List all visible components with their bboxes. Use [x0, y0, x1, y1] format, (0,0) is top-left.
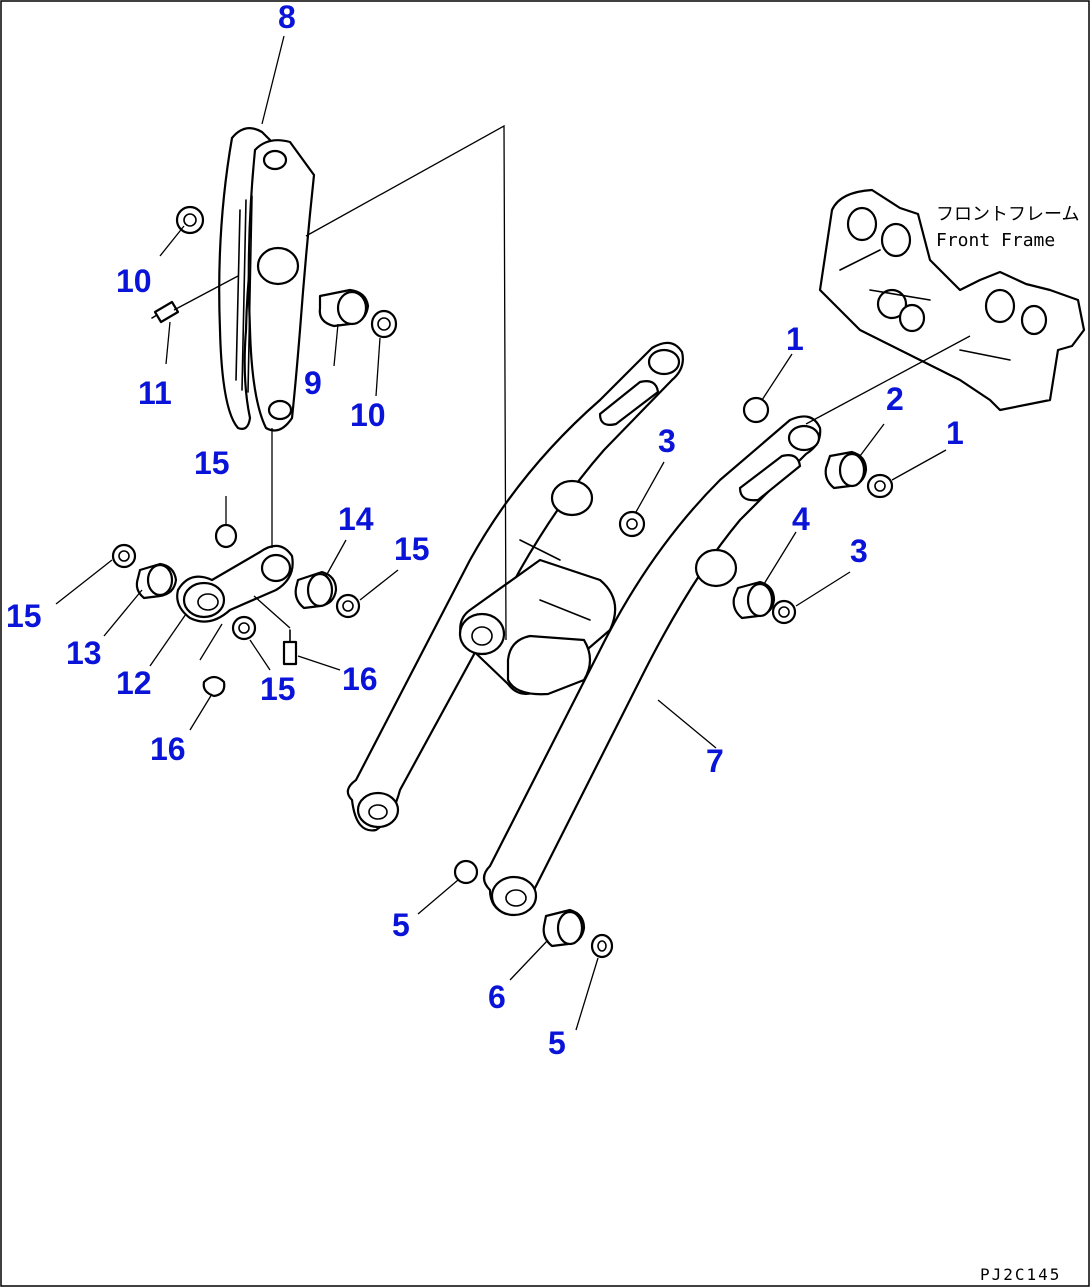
lift-arm-right-part-7	[482, 415, 822, 917]
bushing-part-13	[135, 562, 178, 600]
front-frame-label-jp: フロントフレーム	[936, 204, 1079, 225]
callout-11: 11	[138, 375, 172, 411]
callout-15-bottom: 15	[260, 671, 296, 707]
leader-lines	[55, 35, 971, 1031]
callout-8: 8	[278, 0, 296, 35]
dust-seal-part-15	[111, 523, 361, 641]
dust-seal-part-5	[453, 859, 614, 959]
bushing-part-4	[732, 580, 776, 620]
callout-14: 14	[338, 501, 374, 537]
grease-nipple-part-11	[151, 300, 180, 324]
callout-3-lower: 3	[850, 533, 868, 569]
callout-12: 12	[116, 665, 152, 701]
callout-10-upper: 10	[116, 263, 152, 299]
drawing-code: PJ2C145	[980, 1265, 1061, 1284]
lift-arm-left	[346, 341, 684, 832]
callout-9: 9	[304, 365, 322, 401]
front-frame	[818, 188, 1086, 412]
callout-15-right: 15	[394, 531, 430, 567]
dust-seal-part-1	[742, 396, 894, 499]
cross-tube	[458, 539, 617, 696]
callout-7: 7	[706, 743, 724, 779]
bushing-part-14	[294, 570, 338, 610]
callout-2: 2	[886, 381, 904, 417]
link-part-12	[176, 544, 294, 623]
front-frame-label-en: Front Frame	[936, 230, 1055, 251]
callout-5-bottom: 5	[548, 1025, 566, 1061]
callout-1-lower: 1	[946, 415, 964, 451]
grease-nipple-part-16	[202, 629, 298, 698]
callout-6: 6	[488, 979, 506, 1015]
bushing-part-9	[318, 288, 370, 328]
callout-15-top: 15	[194, 445, 230, 481]
callout-10-lower: 10	[350, 397, 386, 433]
callout-1-upper: 1	[786, 321, 804, 357]
callout-16-left: 16	[150, 731, 186, 767]
bushing-part-6	[542, 908, 586, 948]
callout-numbers: 8 10 11 9 10 15 14 15 15 13 12 15 16 16 …	[6, 0, 964, 1061]
callout-3-upper: 3	[658, 423, 676, 459]
callout-13: 13	[66, 635, 102, 671]
callout-16-right: 16	[342, 661, 378, 697]
bushing-part-2	[824, 450, 868, 490]
dust-seal-part-3	[618, 510, 797, 625]
callout-15-left: 15	[6, 598, 42, 634]
dust-seal-part-10-lower	[370, 309, 398, 339]
callout-4: 4	[792, 501, 810, 537]
callout-5-left: 5	[392, 907, 410, 943]
bell-crank-part-8	[218, 127, 316, 432]
